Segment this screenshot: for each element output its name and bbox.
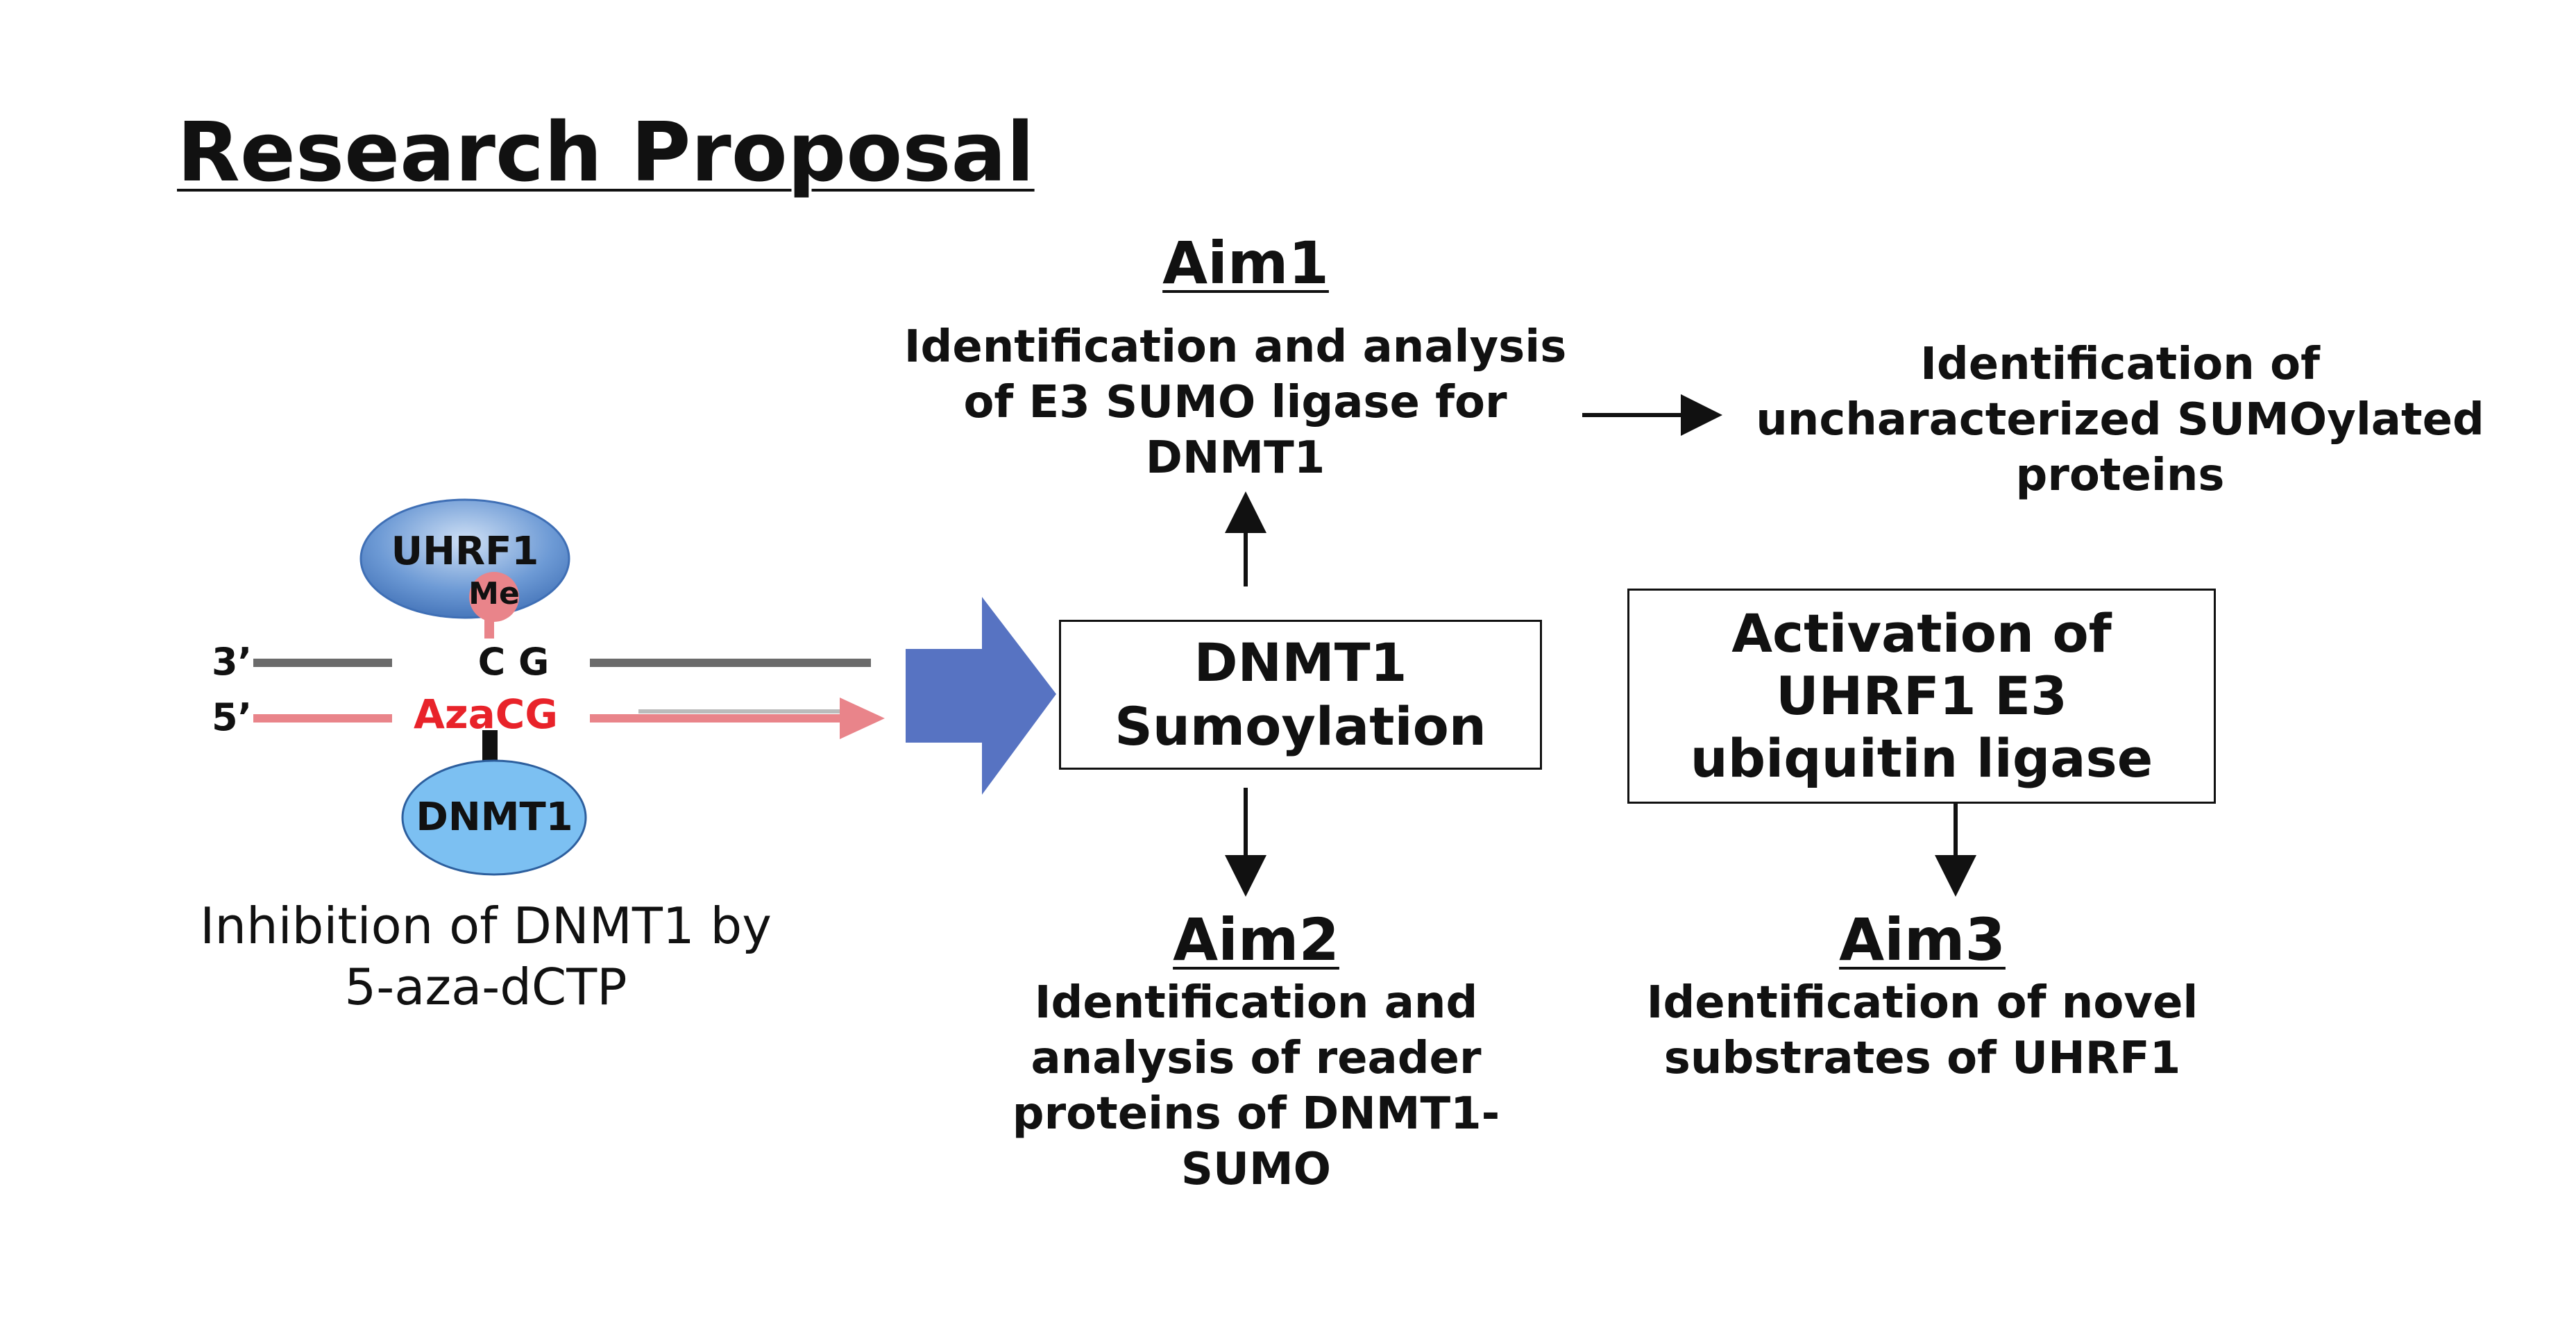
outcome1-line: proteins bbox=[2015, 450, 2225, 501]
activation-line: Activation of bbox=[1731, 602, 2112, 664]
strand-bottom-label: 5’ bbox=[212, 695, 253, 739]
dnmt1-sumoylation-box: DNMT1 Sumoylation bbox=[1059, 620, 1542, 770]
aim2-line: SUMO bbox=[1180, 1144, 1332, 1195]
aim2-line: Identification and bbox=[1034, 977, 1478, 1029]
methyl-circle bbox=[469, 572, 519, 622]
strand-top-label: 3’ bbox=[212, 640, 253, 684]
aim3-line: Identification of novel bbox=[1646, 977, 2198, 1029]
big-arrow bbox=[906, 597, 1056, 795]
aza-cg-label: AzaCG bbox=[414, 691, 558, 738]
dnmt1-ellipse bbox=[401, 759, 587, 876]
center-box-line2: Sumoylation bbox=[1115, 695, 1486, 757]
aim2-description: Identification and analysis of reader pr… bbox=[951, 975, 1561, 1197]
aim2-line: proteins of DNMT1- bbox=[1012, 1088, 1500, 1140]
methyl-label: Me bbox=[468, 576, 520, 611]
aim3-heading: Aim3 bbox=[1839, 906, 2006, 974]
aim1-heading: Aim1 bbox=[1162, 229, 1329, 297]
aim3-line: substrates of UHRF1 bbox=[1663, 1033, 2181, 1084]
outcome1-line: Identification of bbox=[1920, 339, 2320, 390]
outcome1-line: uncharacterized SUMOylated bbox=[1756, 394, 2484, 446]
center-box-line1: DNMT1 bbox=[1194, 632, 1407, 693]
strand-arrowhead bbox=[840, 698, 885, 739]
aim2-line: analysis of reader bbox=[1031, 1033, 1482, 1084]
aim1-description: Identification and analysis of E3 SUMO l… bbox=[867, 319, 1603, 486]
activation-line: ubiquitin ligase bbox=[1690, 727, 2153, 789]
aim2-heading: Aim2 bbox=[1173, 906, 1339, 974]
uhrf1-activation-box: Activation of UHRF1 E3 ubiquitin ligase bbox=[1627, 589, 2216, 804]
aim1-line: of E3 SUMO ligase for bbox=[963, 377, 1507, 428]
aim1-line: Identification and analysis bbox=[904, 321, 1567, 373]
dnmt1-label: DNMT1 bbox=[416, 795, 573, 840]
dnmt1-link bbox=[482, 730, 498, 765]
activation-line: UHRF1 E3 bbox=[1776, 665, 2067, 727]
cg-label: C G bbox=[477, 640, 550, 684]
page-title: Research Proposal bbox=[177, 104, 1035, 200]
outcome1-description: Identification of uncharacterized SUMOyl… bbox=[1721, 337, 2519, 503]
mechanism-caption-line2: 5-aza-dCTP bbox=[344, 958, 627, 1016]
aim3-description: Identification of novel substrates of UH… bbox=[1596, 975, 2248, 1086]
mechanism-caption: Inhibition of DNMT1 by 5-aza-dCTP bbox=[194, 895, 777, 1017]
mechanism-caption-line1: Inhibition of DNMT1 by bbox=[200, 897, 772, 955]
aim1-line: DNMT1 bbox=[1145, 432, 1325, 484]
uhrf1-label: UHRF1 bbox=[391, 529, 539, 574]
